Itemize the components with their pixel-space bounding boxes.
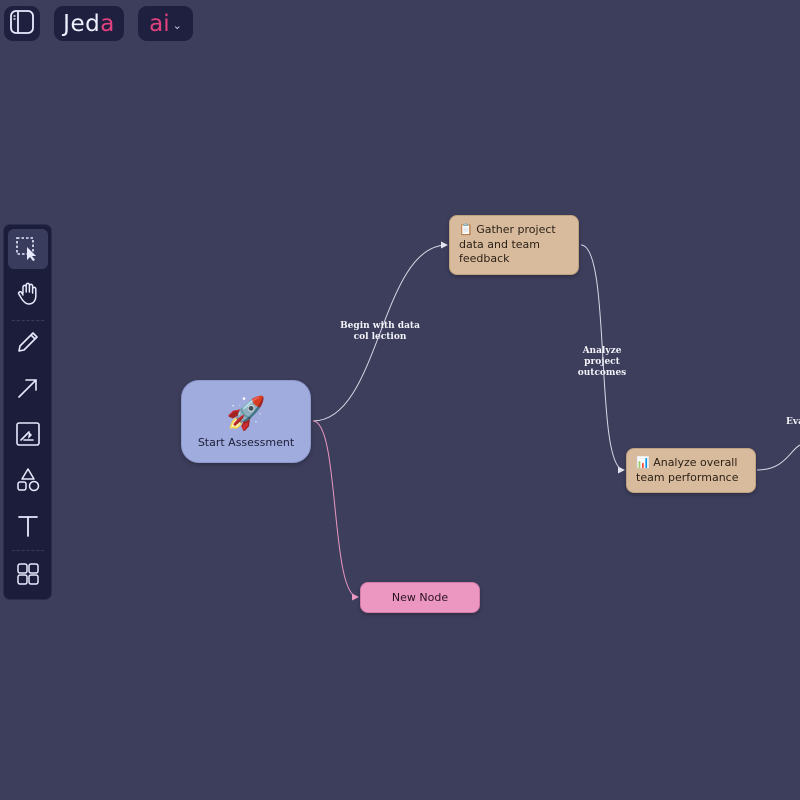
edge-gather-to-analyze[interactable] (580, 244, 625, 474)
jeda-logo-button[interactable]: Jeda (54, 6, 124, 41)
node-new[interactable]: New Node (360, 582, 480, 613)
text-tool-button[interactable] (8, 506, 48, 546)
image-icon (16, 422, 40, 446)
node-analyze-performance[interactable]: 📊 Analyze overall team performance (626, 448, 756, 493)
tool-palette (3, 224, 52, 600)
select-tool-button[interactable] (8, 229, 48, 269)
shapes-icon (17, 468, 40, 492)
ai-label: ai (149, 10, 170, 37)
selection-icon (16, 237, 36, 261)
edge-start-to-new-node[interactable] (312, 420, 359, 601)
arrow-tool-button[interactable] (8, 368, 48, 408)
pencil-icon (18, 332, 38, 352)
edge-analyze-to-next[interactable] (756, 444, 800, 471)
hand-tool-button[interactable] (8, 273, 48, 313)
edge-start-to-gather[interactable] (312, 241, 448, 422)
node-start-assessment[interactable]: 🚀 Start Assessment (181, 380, 311, 463)
sidebar-panel-icon (9, 9, 35, 39)
chevron-down-icon: ⌄ (172, 18, 182, 32)
text-icon (18, 516, 38, 537)
node-label: 📊 Analyze overall team performance (636, 456, 739, 484)
shapes-tool-button[interactable] (8, 460, 48, 500)
ai-menu-button[interactable]: ai ⌄ (138, 6, 193, 41)
node-label: Start Assessment (197, 436, 295, 449)
edge-label-begin: Begin with data col lection (340, 321, 420, 342)
node-gather-data[interactable]: 📋 Gather project data and team feedback (449, 215, 579, 275)
edge-label-analyze-outcomes: Analyze project outcomes (577, 346, 627, 378)
toolbar-divider (12, 550, 44, 551)
hand-icon (17, 282, 37, 305)
image-tool-button[interactable] (8, 414, 48, 454)
node-label: 📋 Gather project data and team feedback (459, 223, 556, 265)
rocket-icon: 🚀 (226, 394, 266, 432)
arrow-icon (18, 379, 37, 398)
components-tool-button[interactable] (8, 554, 48, 594)
sidebar-toggle-button[interactable] (4, 6, 40, 41)
pencil-tool-button[interactable] (8, 322, 48, 362)
toolbar-divider (12, 320, 44, 321)
node-label: New Node (391, 591, 449, 604)
grid-icon (17, 563, 39, 585)
app-logo: Jeda (63, 10, 115, 37)
edge-label-evaluate: Eva (786, 417, 800, 427)
